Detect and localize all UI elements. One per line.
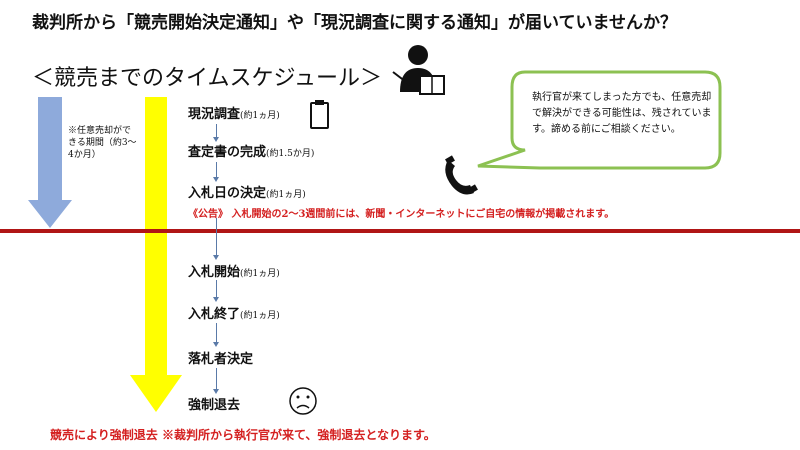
step-arrow <box>213 368 219 394</box>
step-winner: 落札者決定 <box>188 352 254 367</box>
teacher-icon <box>392 45 445 95</box>
step-arrow <box>213 162 219 182</box>
sad-face-icon <box>289 387 317 415</box>
step-arrow <box>213 323 219 347</box>
step-appraisal: 査定書の完成(約1.5か月) <box>188 145 315 160</box>
step-eviction: 強制退去 <box>188 398 241 413</box>
step-survey: 現況調査(約1ヵ月) <box>188 107 280 122</box>
step-arrow <box>213 280 219 302</box>
step-arrow <box>213 124 219 142</box>
step-bid-date: 入札日の決定(約1ヵ月) <box>188 186 306 201</box>
page-title: 裁判所から「競売開始決定通知」や「現況調査に関する通知」が届いていませんか？ <box>32 13 677 33</box>
schedule-heading: ＜競売までのタイムスケジュール＞ <box>32 66 383 91</box>
step-bid-start: 入札開始(約1ヵ月) <box>188 265 280 280</box>
clipboard-icon <box>310 100 329 129</box>
auction-timeline-arrow <box>130 97 182 412</box>
phone-icon <box>445 155 478 195</box>
step-bid-end: 入札終了(約1ヵ月) <box>188 307 280 322</box>
eviction-note: 競売により強制退去 ※裁判所から執行官が来て、強制退去となります。 <box>50 428 436 442</box>
speech-bubble <box>477 70 722 170</box>
divider-line <box>0 229 800 233</box>
voluntary-sale-note: ※任意売却ができる期間（約3～4か月） <box>68 126 137 160</box>
bubble-text: 執行官が来てしまった方でも、任意売却で解決ができる可能性は、残されています。諦め… <box>532 92 712 135</box>
step-arrow <box>213 218 219 260</box>
voluntary-sale-period-arrow <box>28 97 72 228</box>
public-notice: 《公告》 入札開始の2～3週間前には、新聞・インターネットにご自宅の情報が掲載さ… <box>188 209 615 220</box>
